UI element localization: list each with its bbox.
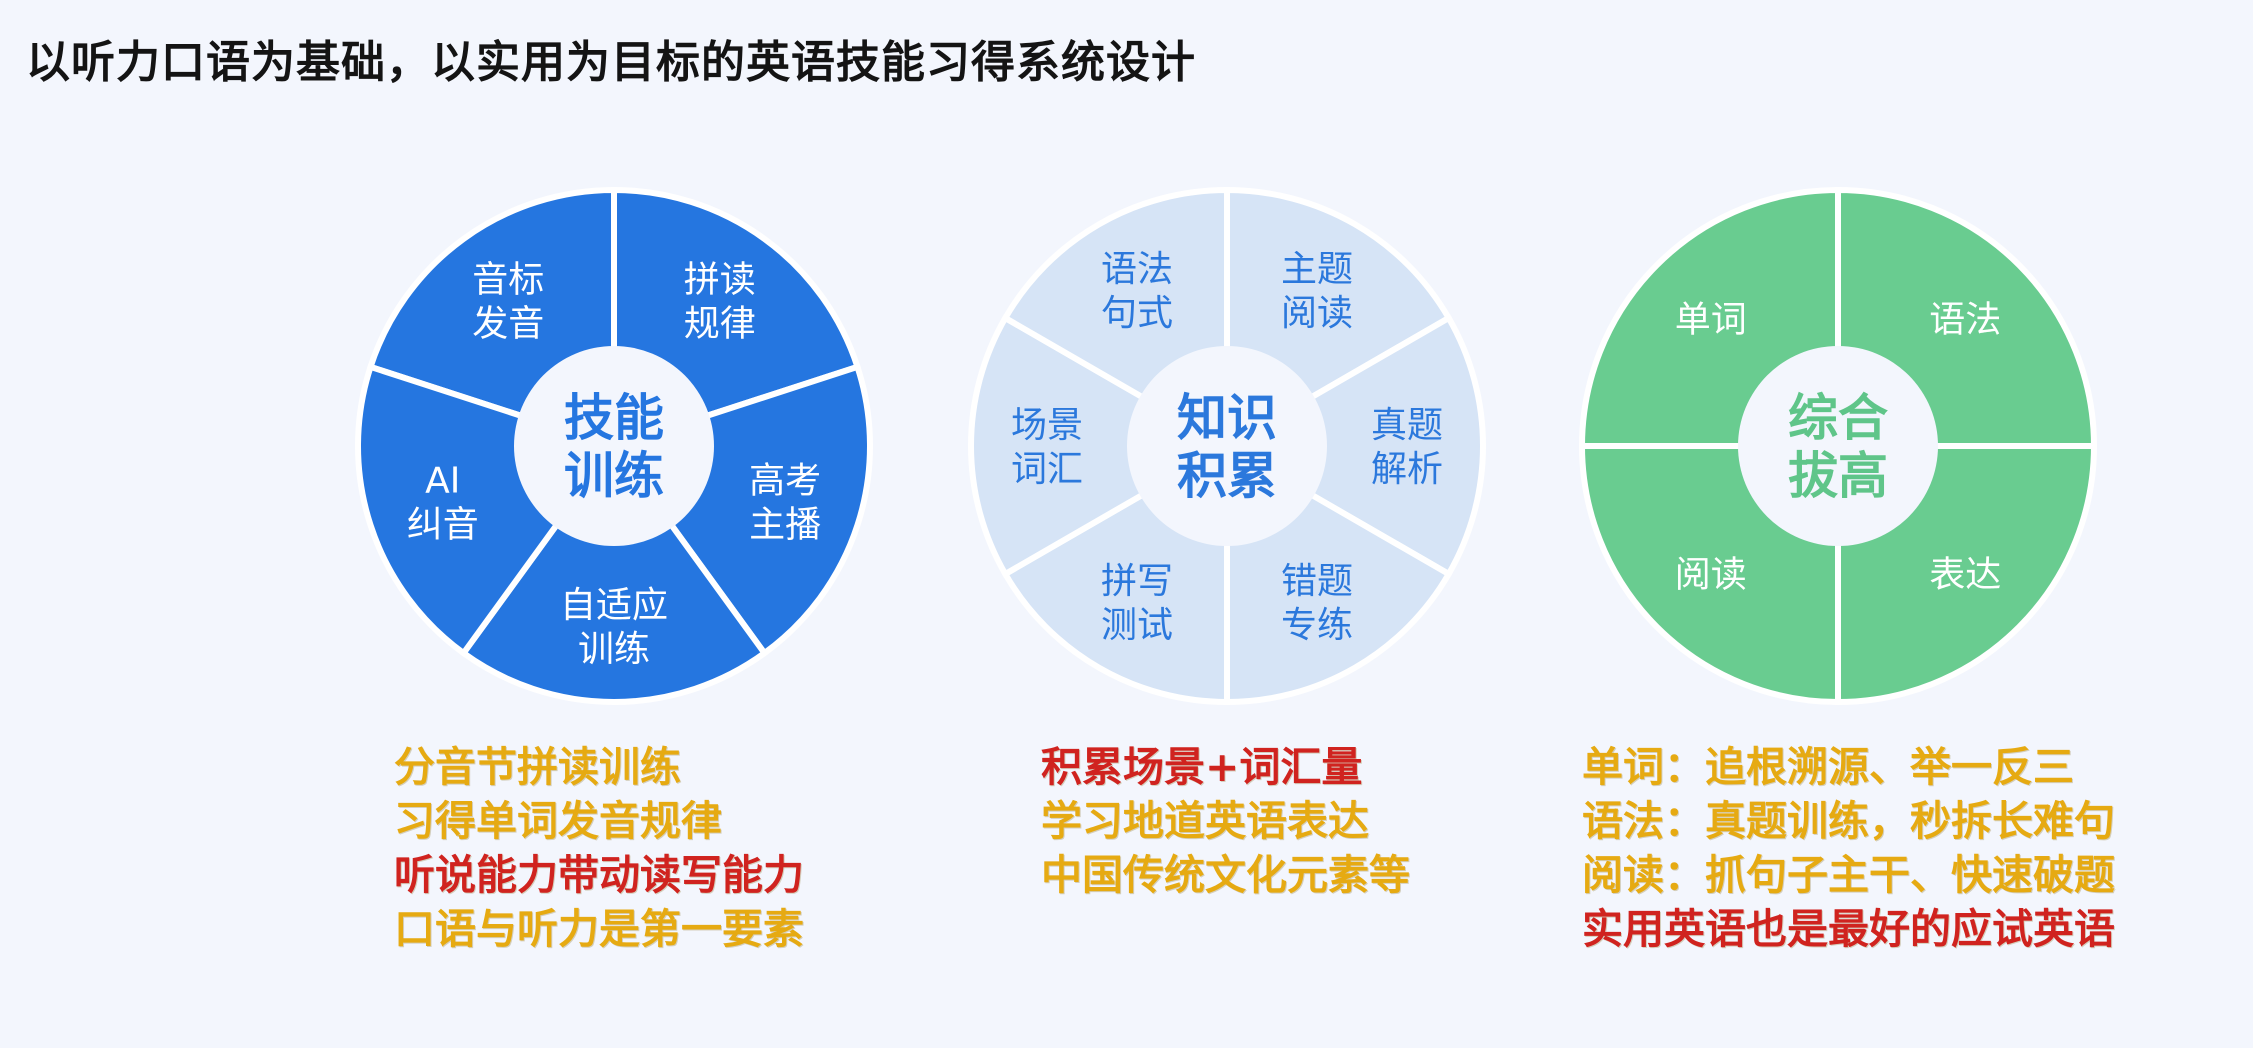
segment-label-composite-1: 表达: [1929, 554, 2001, 595]
segment-label-composite-3: 单词: [1675, 300, 1747, 341]
comprehensive-improvement-points: 单词：追根溯源、举一反三语法：真题训练，秒拆长难句阅读：抓句子主干、快速破题实用…: [1582, 740, 2115, 956]
list-item-composite-2: 阅读：抓句子主干、快速破题: [1582, 848, 2115, 902]
segment-label-composite-2: 阅读: [1675, 554, 1747, 595]
list-item-skill-2: 听说能力带动读写能力: [394, 848, 804, 902]
segment-label-composite-0: 语法: [1929, 300, 2001, 341]
list-item-skill-3: 口语与听力是第一要素: [394, 902, 804, 956]
center-label-knowledge: 知识积累: [1177, 389, 1277, 505]
list-item-knowledge-0: 积累场景+词汇量: [1041, 740, 1410, 794]
list-item-composite-1: 语法：真题训练，秒拆长难句: [1582, 794, 2115, 848]
knowledge-accumulation-points: 积累场景+词汇量学习地道英语表达中国传统文化元素等: [1041, 740, 1410, 902]
list-item-composite-0: 单词：追根溯源、举一反三: [1582, 740, 2115, 794]
list-item-skill-1: 习得单词发音规律: [394, 794, 804, 848]
skill-training-points: 分音节拼读训练习得单词发音规律听说能力带动读写能力口语与听力是第一要素: [394, 740, 804, 956]
list-item-knowledge-2: 中国传统文化元素等: [1041, 848, 1410, 902]
list-item-knowledge-1: 学习地道英语表达: [1041, 794, 1410, 848]
center-label-skill: 技能训练: [564, 389, 664, 505]
list-item-skill-0: 分音节拼读训练: [394, 740, 804, 794]
center-label-composite: 综合拔高: [1788, 389, 1888, 505]
list-item-composite-3: 实用英语也是最好的应试英语: [1582, 902, 2115, 956]
